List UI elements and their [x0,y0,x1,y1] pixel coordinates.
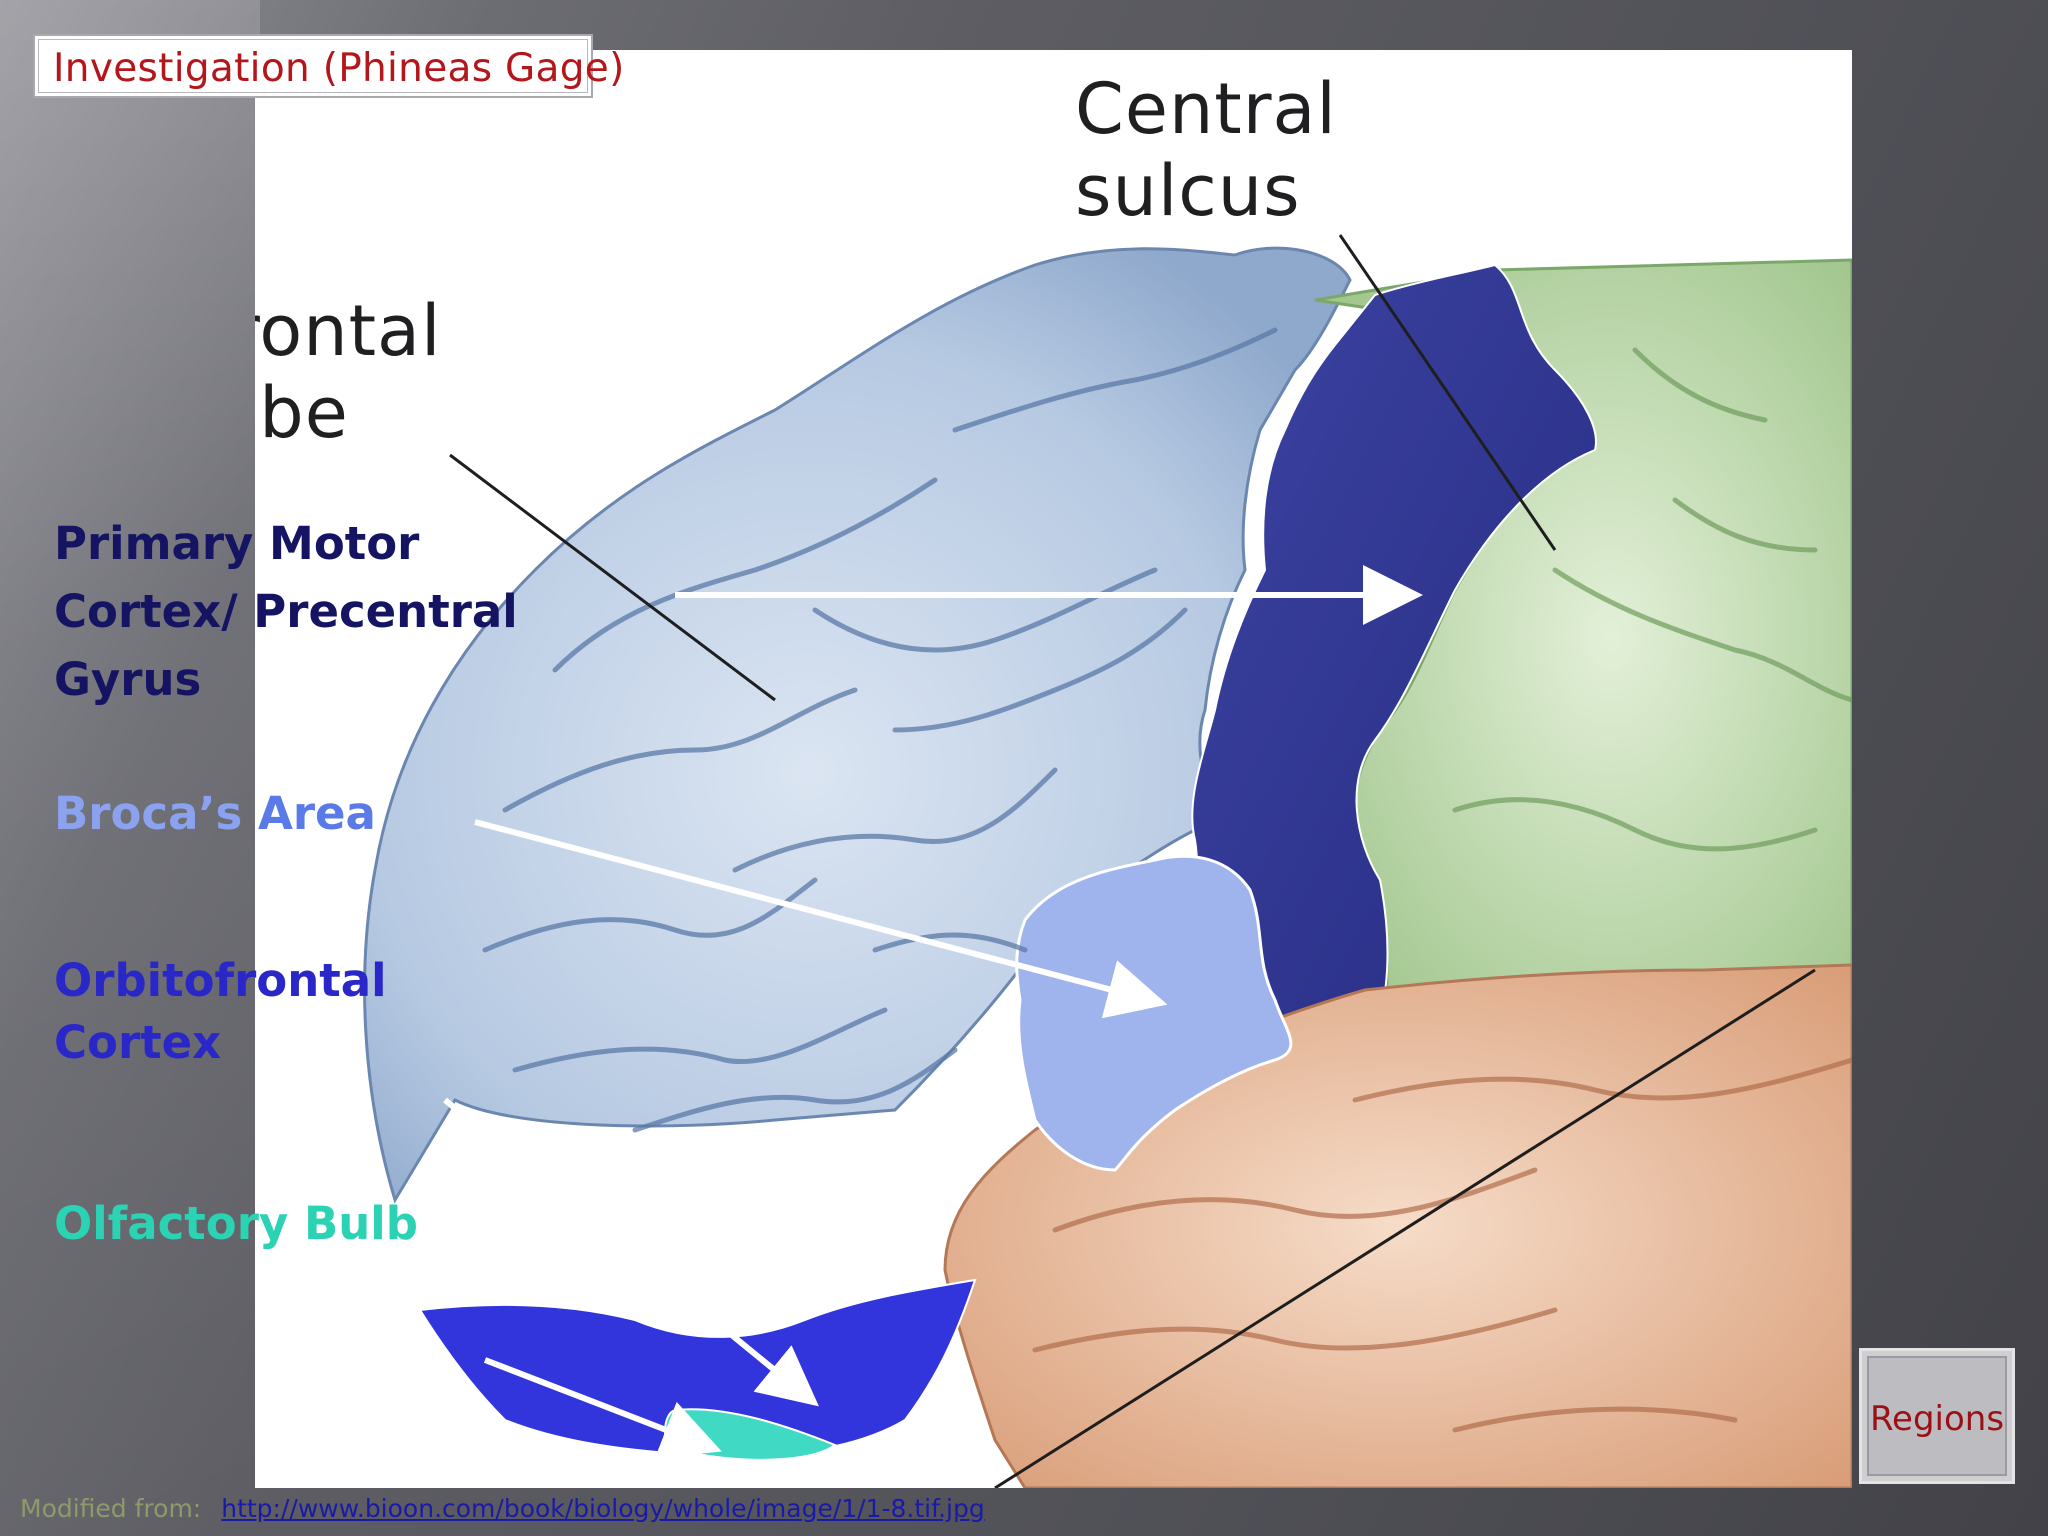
regions-button[interactable]: Regions [1859,1348,2015,1484]
primary-motor-cortex-label: Primary Motor Cortex/ Precentral Gyrus [54,510,518,714]
motor-label-line2: Cortex/ Precentral [54,585,518,638]
slide-title-box: Investigation (Phineas Gage) [33,34,624,98]
credit-prefix: Modified from: [20,1494,202,1523]
temporal-gyri-lines [1032,1057,1852,1433]
arrow-to-brocas-area [474,819,1168,1019]
parietal-gyri-lines [1452,347,1852,852]
frontal-lobe-label: Frontal lobe [255,290,441,454]
brain-diagram: Central sulcus Frontal lobe [255,50,1852,1488]
credit-link[interactable]: http://www.bioon.com/book/biology/whole/… [221,1494,985,1523]
olfactory-label-part1: Olfactory [54,1197,289,1250]
brocas-label-part1: Broca’s [54,787,243,840]
gyri-lines [482,327,1278,1133]
brocas-label-part2: Area [258,787,376,840]
leader-lines [449,234,1816,1488]
central-sulcus-line1: Central [1075,68,1337,150]
arrow-to-olfactory-bulb [483,1357,722,1458]
slide-title: Investigation (Phineas Gage) [53,46,625,91]
motor-label-line1: Primary Motor [54,517,420,570]
frontal-lobe-line1: Frontal [255,290,442,372]
arrow-to-orbitofrontal [443,1097,819,1407]
frontal-lobe-line2: lobe [255,372,349,454]
brain-illustration [363,234,1852,1488]
orbitofrontal-label-line1: Orbitofrontal [54,954,387,1007]
brocas-area-label: Broca’s Area [54,780,376,848]
orbitofrontal-label-line2: Cortex [54,1016,222,1069]
olfactory-label-part2: Bulb [303,1197,418,1250]
central-sulcus-line2: sulcus [1075,150,1301,232]
background-sheen [0,0,260,1536]
image-credit: Modified from: http://www.bioon.com/book/… [20,1494,985,1523]
central-sulcus-label: Central sulcus [1075,68,1337,232]
olfactory-bulb-label: Olfactory Bulb [54,1190,418,1258]
pointer-arrows [443,565,1423,1458]
regions-button-label: Regions [1869,1399,2005,1439]
orbitofrontal-shape [418,1278,977,1458]
motor-label-line3: Gyrus [54,653,202,706]
orbitofrontal-cortex-label: Orbitofrontal Cortex [54,950,387,1074]
